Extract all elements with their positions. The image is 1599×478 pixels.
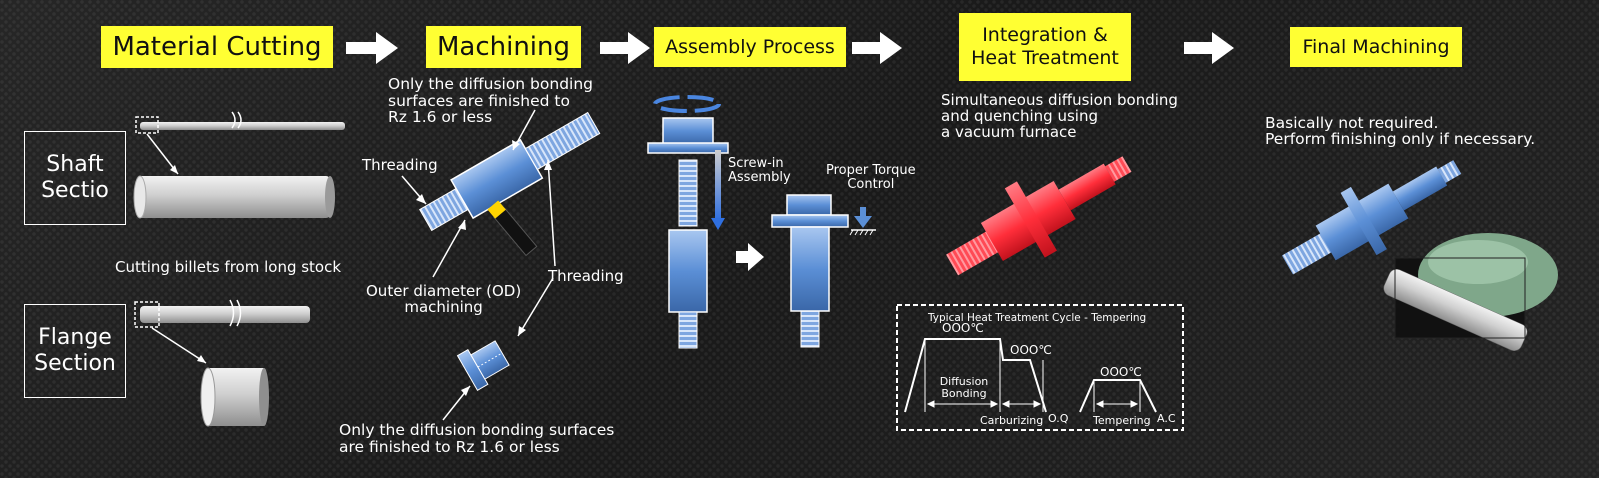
grinding-photo <box>1383 233 1558 351</box>
cutting-caption: Cutting billets from long stock <box>115 258 342 276</box>
heat-temp-2: OOO℃ <box>1010 343 1052 357</box>
heat-temp-1: OOO℃ <box>942 321 984 335</box>
od-machining-label: Outer diameter (OD) machining <box>366 282 522 317</box>
stage-final-machining: Final Machining <box>1290 27 1462 67</box>
machining-bottom-note: Only the diffusion bonding surfaces are … <box>339 421 615 456</box>
assembly-art <box>647 95 876 349</box>
flange-section-label: Flange Section <box>24 304 126 398</box>
shaft-section-label: Shaft Sectio <box>24 131 126 225</box>
threading-left-label: Threading <box>362 156 438 174</box>
machining-top-note: Only the diffusion bonding surfaces are … <box>388 75 594 127</box>
final-part <box>1282 160 1462 275</box>
stage-machining: Machining <box>426 26 581 68</box>
screw-in-assembly-label: Screw-in Assembly <box>728 156 791 186</box>
final-machining-note: Basically not required. Perform finishin… <box>1265 114 1536 149</box>
stage-arrows <box>346 32 1234 64</box>
arrow-4 <box>1184 32 1234 64</box>
tempering-label: Tempering <box>1093 414 1151 427</box>
heat-temp-3: OOO℃ <box>1100 365 1142 379</box>
carburizing-label: Carburizing <box>980 414 1044 427</box>
stage-integration-heat-treatment: Integration & Heat Treatment <box>959 13 1131 81</box>
heat-cycle-chart <box>896 304 1184 431</box>
ac-label: A.C <box>1157 412 1176 425</box>
threading-right-label: Threading <box>548 267 624 285</box>
arrow-3 <box>852 32 902 64</box>
diffusion-bonding-label: Diffusion Bonding <box>939 375 989 401</box>
heat-treated-part <box>946 156 1132 276</box>
torque-control-label: Proper Torque Control <box>826 163 916 193</box>
oq-label: O.Q <box>1048 412 1069 425</box>
stage-assembly-process: Assembly Process <box>654 27 846 67</box>
machining-art <box>401 109 601 421</box>
arrow-1 <box>346 32 398 64</box>
arrow-2 <box>600 32 650 64</box>
cutting-art <box>133 111 345 427</box>
integration-note: Simultaneous diffusion bonding and quenc… <box>941 91 1178 141</box>
heat-cycle-title: Typical Heat Treatment Cycle - Tempering <box>928 312 1147 324</box>
stage-material-cutting: Material Cutting <box>101 26 333 68</box>
